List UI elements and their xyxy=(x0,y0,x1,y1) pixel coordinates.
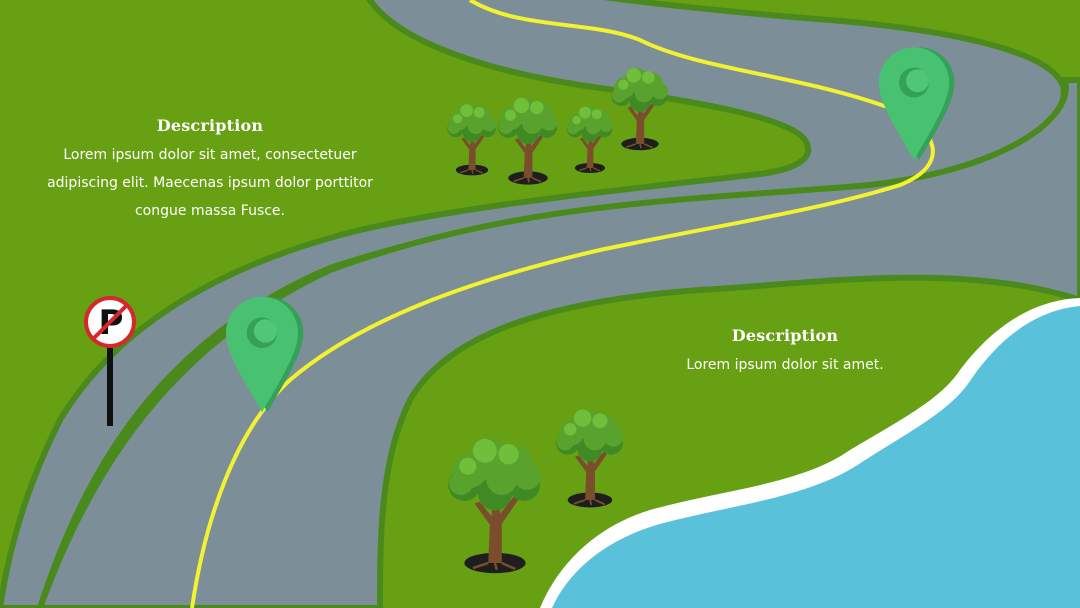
description-body-2: Lorem ipsum dolor sit amet. xyxy=(686,357,884,373)
road-center-line xyxy=(190,0,935,608)
description-title-2: Description xyxy=(731,326,839,345)
no-parking-sign-icon: P xyxy=(84,296,136,426)
description-block-1: Description Lorem ipsum dolor sit amet, … xyxy=(40,116,380,225)
description-body-1: Lorem ipsum dolor sit amet, consectetuer… xyxy=(47,147,373,219)
description-title-1: Description xyxy=(156,116,264,135)
water xyxy=(552,306,1080,608)
description-block-2: Description Lorem ipsum dolor sit amet. xyxy=(660,326,910,379)
